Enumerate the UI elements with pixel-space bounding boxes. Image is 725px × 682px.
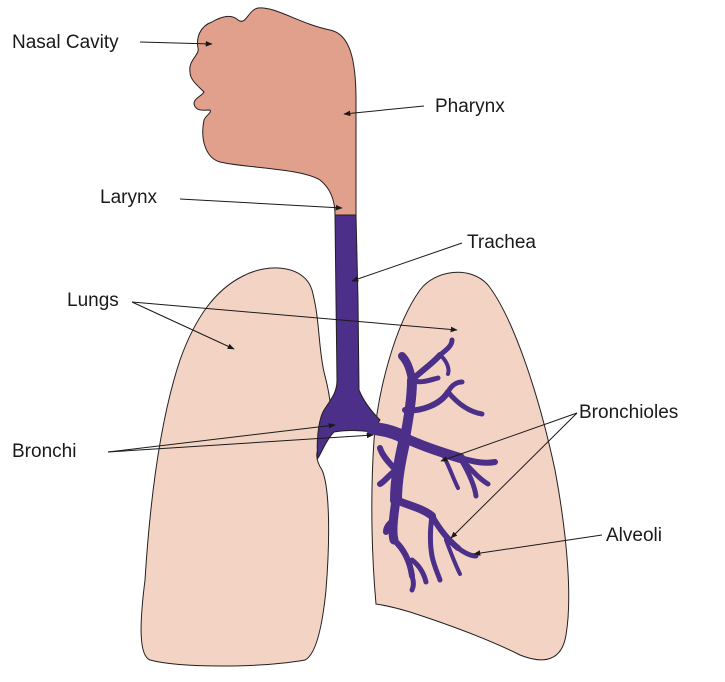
bronchi-label: Bronchi <box>12 441 76 462</box>
trachea-label: Trachea <box>467 232 536 253</box>
left-lung <box>141 268 330 666</box>
alveoli-label: Alveoli <box>606 525 662 546</box>
upper-airway <box>190 8 356 215</box>
nasal-cavity-label: Nasal Cavity <box>12 32 119 53</box>
lungs-label: Lungs <box>67 290 119 311</box>
trachea-shape <box>317 215 380 458</box>
larynx-label: Larynx <box>100 187 158 208</box>
bronchioles-label: Bronchioles <box>579 402 678 423</box>
pharynx-label: Pharynx <box>435 96 505 117</box>
